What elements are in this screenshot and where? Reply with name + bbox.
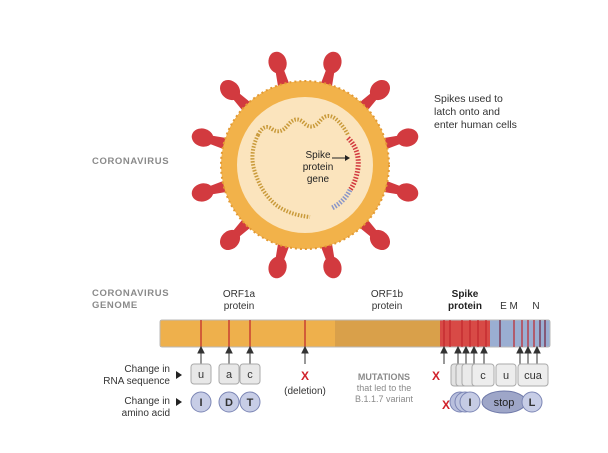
genome-section-label: CORONAVIRUS GENOME	[92, 288, 169, 312]
gene-label-orf1a: ORF1a protein	[214, 289, 264, 313]
deletion-label: (deletion)	[284, 386, 326, 397]
spike-gene-label-line: Spike	[305, 150, 331, 161]
rna-box-text: u	[503, 370, 509, 382]
gene-label-em: E M	[500, 301, 518, 312]
genome-tail-bands	[499, 320, 546, 347]
deletion-mark: X	[301, 369, 309, 383]
spike-gene-arrowhead	[345, 155, 350, 161]
rna-tail-segment	[330, 188, 353, 211]
legend-line: amino acid	[121, 408, 170, 419]
spike-gene-label: Spike protein gene	[296, 150, 340, 186]
legend-line: Change in	[124, 396, 170, 407]
mutations-title-line: B.1.1.7 variant	[354, 394, 414, 404]
gene-label-spike: Spike protein	[441, 289, 489, 313]
callout-line: enter human cells	[434, 119, 517, 131]
spikes-callout: Spikes used to latch onto and enter huma…	[434, 93, 517, 132]
genome-orf1b-segment	[335, 320, 440, 347]
aa-circle-text: I	[199, 397, 202, 409]
legend-arrow-rna	[176, 371, 182, 379]
gene-label-line: ORF1b	[370, 289, 404, 300]
aa-circle-text: I	[468, 397, 471, 409]
rna-box-text: a	[226, 369, 233, 381]
gene-label-line: protein	[448, 301, 482, 312]
legend-rna-label: Change in RNA sequence	[80, 364, 170, 388]
rna-box-text: c	[247, 369, 253, 381]
genome-mutation-ticks	[200, 320, 535, 347]
virus-envelope-texture	[220, 80, 390, 250]
genome-section-label-line: GENOME	[92, 300, 138, 311]
spike-gene-label-line: gene	[306, 174, 330, 185]
orf-rna-boxes: u a c	[190, 363, 261, 385]
callout-line: latch onto and	[434, 106, 500, 118]
rna-box-text: c	[480, 370, 486, 382]
gene-label-line: ORF1a	[222, 289, 256, 300]
genome-tail-segment	[490, 320, 550, 347]
spike-gene-label-line: protein	[302, 162, 334, 173]
legend-aa-label: Change in amino acid	[80, 396, 170, 420]
spike-aa-circles: I stop L	[449, 390, 543, 414]
genome-spike-segment	[440, 320, 490, 347]
virus-section-label: CORONAVIRUS	[92, 156, 170, 167]
mutations-title-line: that led to the	[356, 383, 412, 393]
genome-bar	[159, 319, 551, 348]
spike-rna-boxes: c u cua	[450, 363, 549, 387]
rna-box-text: cua	[524, 370, 543, 382]
gene-label-orf1b: ORF1b protein	[362, 289, 412, 313]
gene-label-n: N	[532, 301, 540, 312]
aa-circle-text: D	[225, 397, 233, 409]
legend-line: Change in	[124, 364, 170, 375]
mutation-pointer-arrows	[197, 345, 541, 364]
legend-line: RNA sequence	[103, 376, 170, 387]
spike-gene-segment	[346, 136, 361, 192]
rna-box-text: u	[198, 369, 204, 381]
gene-label-line: protein	[223, 301, 255, 312]
gene-label-line: protein	[371, 301, 403, 312]
aa-circle-text: L	[529, 397, 536, 409]
mutations-title-line: MUTATIONS	[357, 372, 411, 382]
rna-strand	[256, 114, 350, 136]
spike-deletion-mark-2: X	[442, 398, 450, 412]
orf-aa-circles: I D T	[190, 391, 261, 413]
legend-arrow-aa	[176, 398, 182, 406]
callout-line: Spikes used to	[434, 93, 503, 105]
genome-outline	[159, 319, 551, 348]
gene-label-line: Spike	[451, 289, 479, 300]
genome-orf1a-segment	[160, 320, 335, 347]
spike-deletion-mark: X	[432, 369, 440, 383]
genome-section-label-line: CORONAVIRUS	[92, 288, 170, 299]
aa-circle-text: T	[247, 397, 254, 409]
mutations-title: MUTATIONS that led to the B.1.1.7 varian…	[342, 372, 426, 405]
aa-stop-text: stop	[494, 397, 515, 409]
